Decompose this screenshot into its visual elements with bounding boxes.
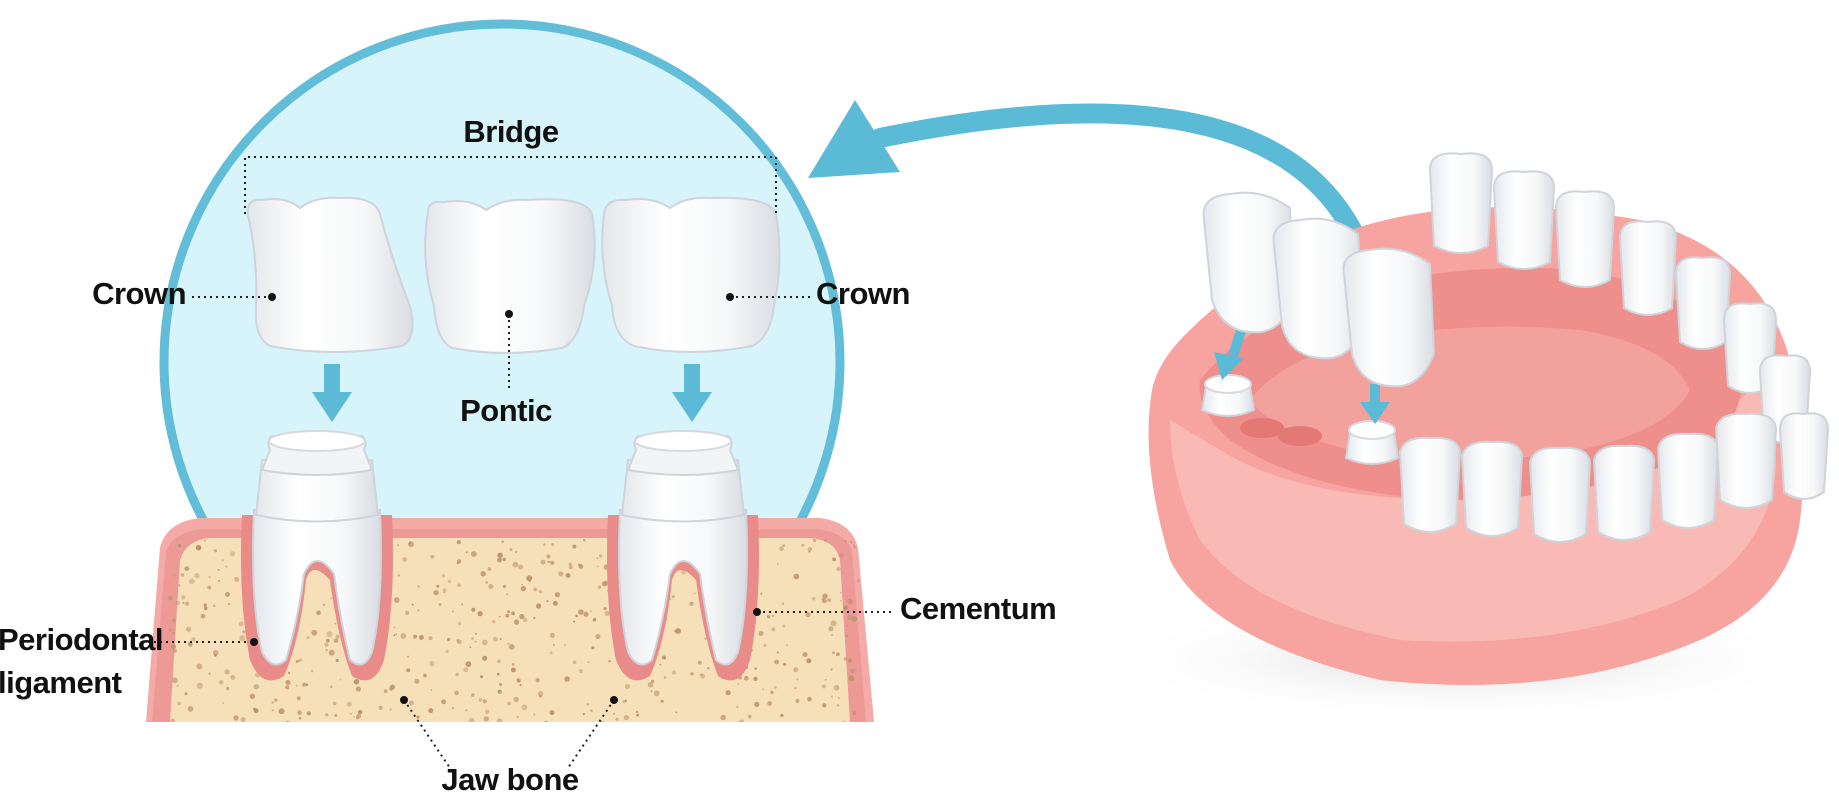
bridge-detail: Bridge Crown Crown Pontic Periodontal li…	[0, 19, 1057, 797]
jaw-bone-leader-left	[403, 699, 451, 769]
right-abutment-tooth	[607, 430, 759, 681]
label-cementum: Cementum	[900, 591, 1056, 626]
right-crown	[601, 196, 781, 353]
right-placement-arrow	[672, 364, 712, 422]
label-periodontal-line1: Periodontal	[0, 622, 163, 657]
molar-row	[1428, 152, 1830, 500]
molar	[1778, 412, 1830, 500]
molar	[1428, 152, 1494, 254]
left-crown	[246, 196, 414, 353]
molar	[1618, 220, 1678, 316]
molar	[1492, 170, 1556, 270]
front-tooth	[1656, 432, 1720, 529]
label-jaw-bone: Jaw bone	[441, 762, 579, 797]
front-tooth	[1714, 412, 1778, 509]
molar	[1674, 256, 1732, 350]
label-pontic: Pontic	[460, 393, 552, 428]
model-bridge	[1202, 191, 1436, 388]
pontic	[424, 198, 596, 354]
model-arrows	[1214, 329, 1390, 424]
label-crown-right: Crown	[816, 276, 910, 311]
front-tooth	[1528, 446, 1592, 543]
molar	[1554, 190, 1616, 288]
jaw-bone-leader-right	[567, 699, 615, 769]
label-bridge: Bridge	[463, 114, 558, 149]
label-crown-left: Crown	[92, 276, 186, 311]
front-tooth	[1398, 436, 1462, 533]
curved-arrow	[808, 100, 1362, 240]
bridge-crowns	[246, 196, 781, 354]
left-placement-arrow	[312, 364, 352, 422]
jaw-model	[1100, 152, 1830, 720]
left-abutment-tooth	[241, 430, 393, 681]
front-tooth	[1460, 440, 1524, 537]
abutment-stumps	[1200, 374, 1400, 465]
front-tooth	[1592, 444, 1656, 541]
front-teeth-row	[1398, 412, 1778, 543]
label-periodontal-line2: ligament	[0, 665, 122, 700]
